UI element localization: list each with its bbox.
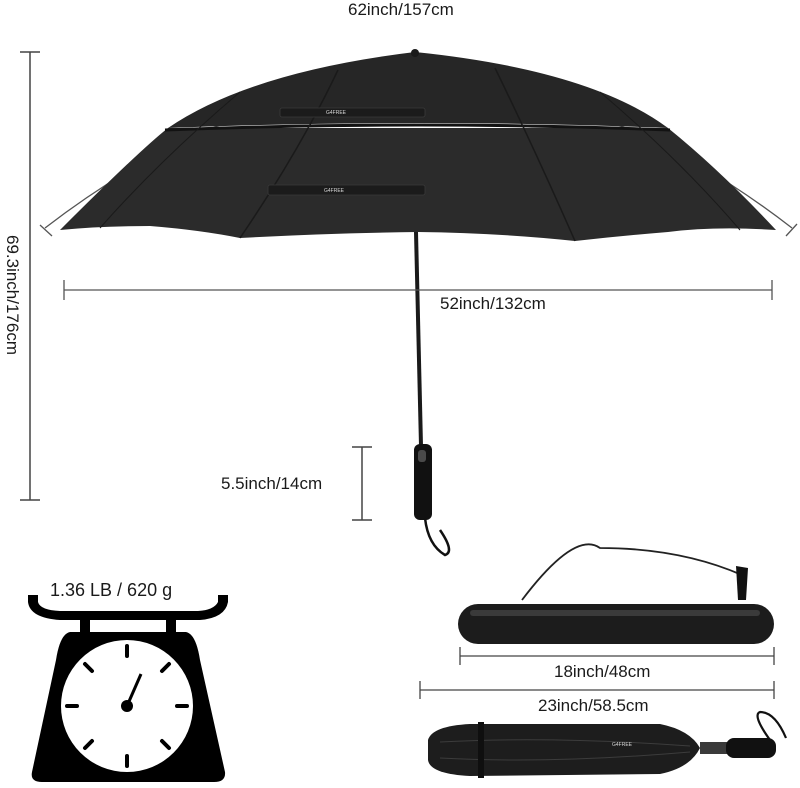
open-umbrella: G4FREE G4FREE	[60, 49, 776, 557]
canopy-rib-far-left	[99, 91, 241, 229]
folded-fold-line-2	[439, 751, 691, 761]
canopy-lower	[60, 128, 776, 241]
folded-strap	[478, 722, 484, 778]
scale-tray	[28, 595, 228, 620]
umbrella-carry-case	[458, 543, 774, 644]
canopy-rib-right	[494, 67, 576, 242]
height-label: 69.3inch/176cm	[2, 223, 22, 367]
folded-canopy	[428, 724, 700, 776]
folded-umbrella: G4FREE	[428, 710, 788, 778]
strap-logo-upper: G4FREE	[326, 110, 347, 116]
case-strap-clip	[736, 566, 748, 600]
arc-end-tick-left	[39, 224, 53, 237]
scale-dial-ticks	[65, 644, 189, 768]
case-shoulder-strap	[521, 543, 743, 601]
umbrella-shaft	[414, 231, 423, 447]
arc-width-label: 62inch/157cm	[346, 0, 456, 20]
handle-wrist-strap	[423, 517, 451, 557]
handle-button	[418, 450, 426, 462]
folded-shaft-collar	[700, 742, 728, 754]
case-length-label: 18inch/48cm	[552, 662, 653, 682]
case-highlight	[470, 610, 760, 616]
canopy-top-tip	[411, 49, 419, 57]
open-width-label: 52inch/132cm	[438, 294, 548, 314]
weight-label: 1.36 LB / 620 g	[48, 580, 175, 600]
folded-length-label: 23inch/58.5cm	[536, 696, 651, 716]
scale-post-left	[80, 618, 90, 634]
handle-length-label: 5.5inch/14cm	[219, 474, 325, 494]
canopy-strap-lower	[267, 184, 426, 196]
canopy-rib-left	[239, 69, 339, 239]
folded-fold-line-1	[439, 739, 691, 747]
strap-logo-lower: G4FREE	[324, 188, 345, 194]
canopy-rib-far-right	[599, 91, 741, 231]
canopy-strap-upper	[279, 107, 426, 118]
umbrella-handle	[414, 444, 432, 520]
scale-needle-hub	[121, 700, 133, 712]
folded-logo: G4FREE	[612, 742, 633, 748]
folded-handle	[726, 738, 776, 758]
folded-wrist-strap	[756, 710, 788, 741]
weighing-scale	[28, 595, 228, 782]
arc-end-tick-right	[785, 223, 798, 237]
scale-post-right	[166, 618, 176, 634]
vent-gap-line	[164, 123, 671, 132]
